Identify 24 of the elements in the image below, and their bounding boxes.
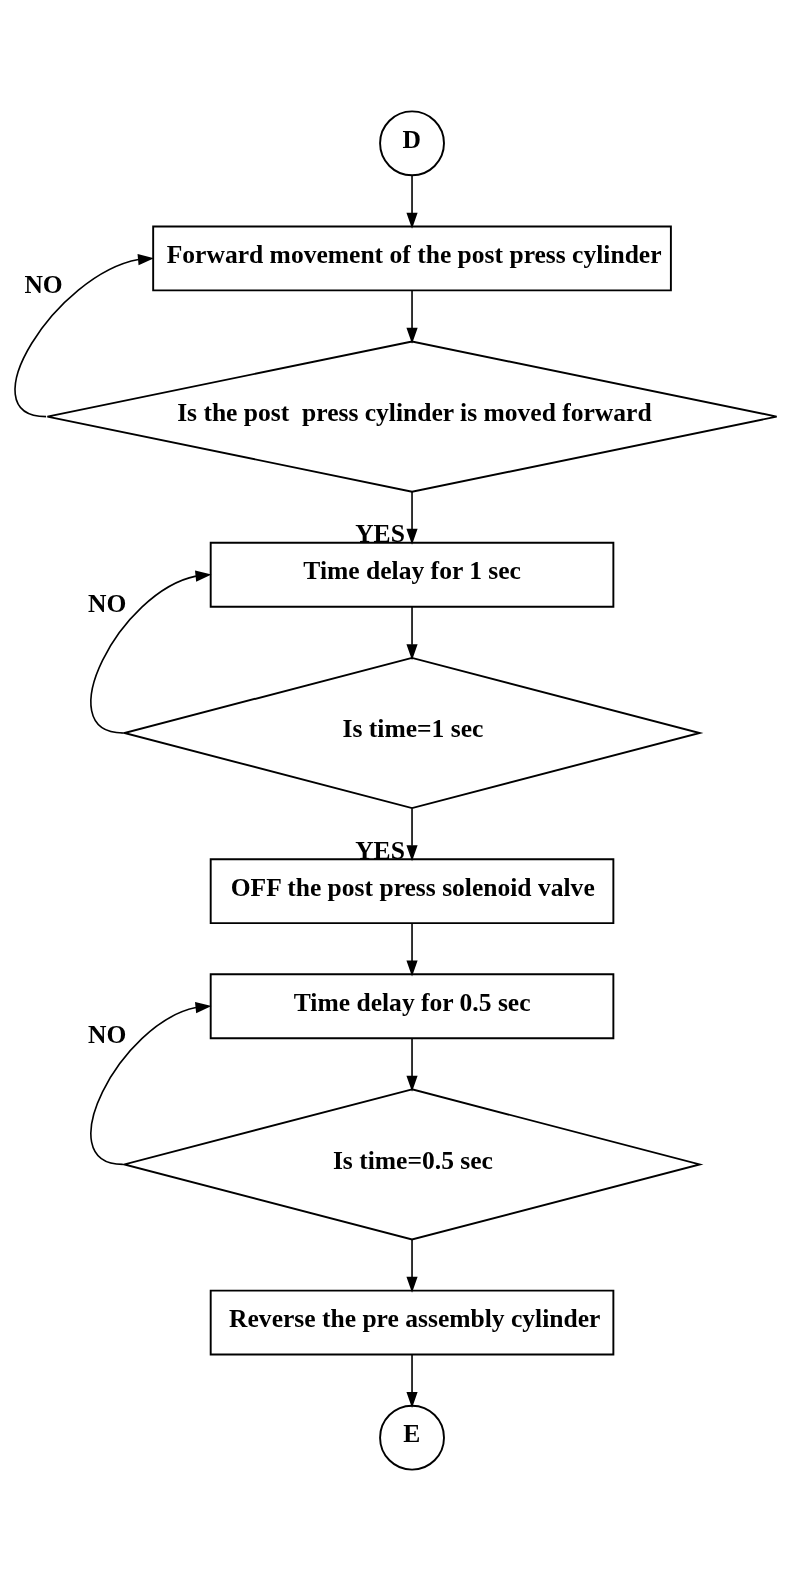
arrow: [406, 807, 418, 861]
node-circle: E: [379, 1404, 445, 1471]
node-diamond: Is the post press cylinder is moved forward: [46, 340, 778, 493]
arrow: [90, 1001, 212, 1165]
edge-label: NO: [24, 269, 63, 299]
node-circle: D: [379, 109, 445, 176]
arrow: [406, 174, 418, 229]
arrow: [406, 605, 418, 660]
node-box: Forward movement of the post press cylinder: [152, 225, 672, 291]
node-box: Reverse the pre assembly cylinder: [209, 1289, 615, 1355]
edge-label: NO: [88, 1019, 127, 1049]
node-diamond: Is time=0.5 sec: [120, 1087, 704, 1240]
node-box: Time delay for 1 sec: [209, 541, 615, 608]
arrow: [406, 922, 418, 977]
arrow: [406, 1037, 418, 1092]
arrow: [406, 289, 418, 344]
edge-label: NO: [88, 588, 127, 618]
node-diamond: Is time=1 sec: [120, 656, 704, 809]
node-box: Time delay for 0.5 sec: [209, 972, 615, 1039]
arrow: [406, 490, 418, 545]
arrow: [14, 253, 154, 417]
arrow: [406, 1353, 418, 1408]
arrow: [406, 1238, 418, 1293]
arrow: [90, 570, 212, 734]
